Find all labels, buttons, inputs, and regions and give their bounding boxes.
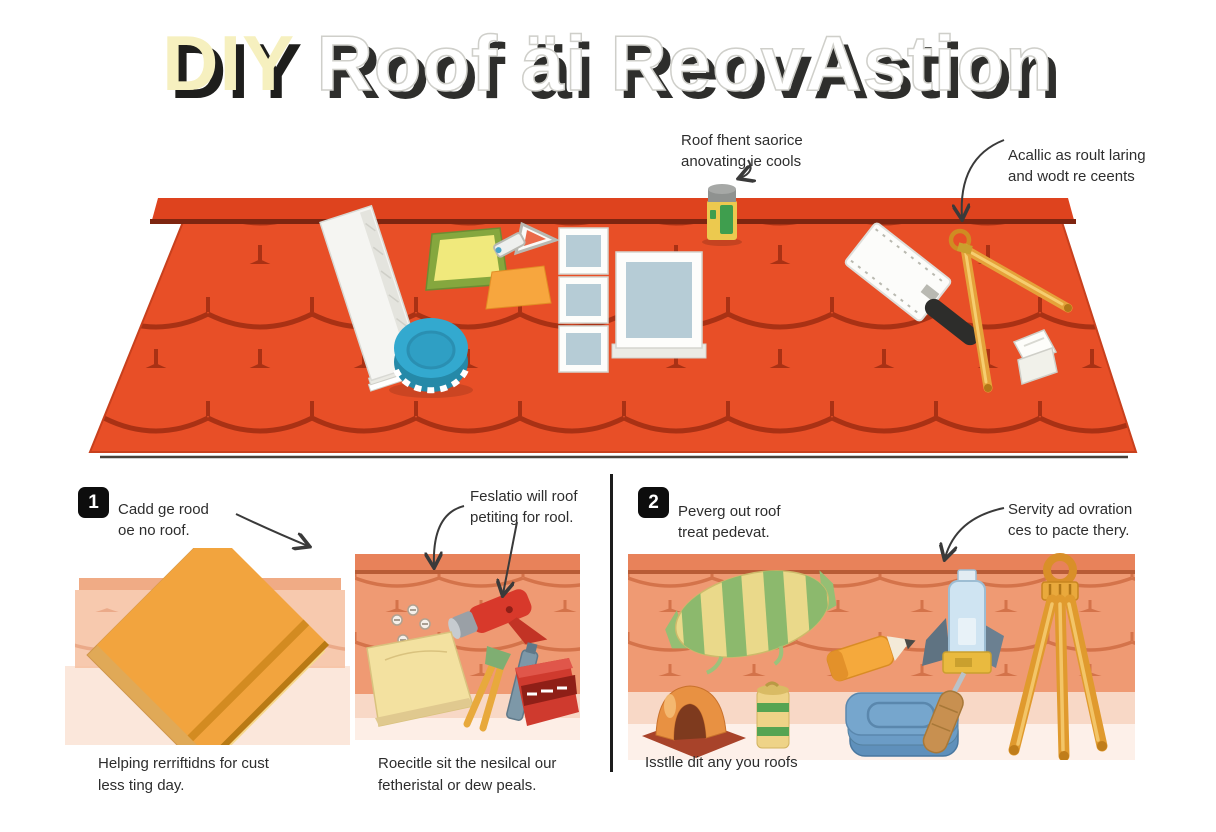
roof-bracket <box>1012 329 1058 385</box>
crayon <box>826 635 916 682</box>
step1-caption-b: Roecitle sit the nesilcal our fetherista… <box>378 755 557 794</box>
step1-annotation: Feslatio will roof petiting for rool. <box>470 488 578 526</box>
step1-badge: 1 <box>78 487 109 518</box>
step2-annotation: Servity ad ovration ces to pacte thery. <box>1008 501 1133 539</box>
striped-bundle <box>665 560 837 675</box>
step1-image-tools <box>355 554 580 740</box>
plaster-trowel <box>844 222 980 346</box>
caulk-gun <box>493 221 561 258</box>
nail-box <box>515 658 579 726</box>
page-title: DIY Roof äi ReovAstion <box>0 18 1216 109</box>
title-main: Roof äi ReovAstion <box>316 18 1054 108</box>
striped-can <box>756 681 790 749</box>
tripod <box>1008 553 1108 760</box>
panel-divider <box>610 474 613 772</box>
roof-ridge <box>150 198 1076 224</box>
ridge-tile-block <box>642 685 746 758</box>
main-roof-illustration <box>88 184 1138 459</box>
step2-badge: 2 <box>638 487 669 518</box>
step1-image-boards <box>65 548 350 745</box>
sticky-note <box>485 265 552 310</box>
hero-annotation-right: Acallic as roult laring and wodt re ceen… <box>1008 147 1146 185</box>
marking-poles <box>948 228 1073 393</box>
skylight-frames <box>558 227 609 373</box>
pliers <box>463 646 511 732</box>
spray-can <box>702 184 742 246</box>
step1-heading: Cadd ge rood oe no roof. <box>118 501 209 539</box>
step1-caption-a: Helping rerriftidns for cust less ting d… <box>98 755 269 794</box>
tape-roll <box>389 318 473 398</box>
title-diy: DIY <box>162 19 294 107</box>
window-frame <box>611 251 707 359</box>
red-drill <box>448 589 548 645</box>
step2-image <box>628 553 1135 760</box>
sprayer-bottle-tool <box>922 569 1004 754</box>
step2-caption: Isstlle dit any you roofs <box>645 754 798 771</box>
step2-heading: Peverg out roof treat pedevat. <box>678 503 781 541</box>
sandpaper-pack <box>366 631 474 727</box>
arrow-to-boards <box>235 513 308 546</box>
orange-roof-boards <box>86 548 329 745</box>
